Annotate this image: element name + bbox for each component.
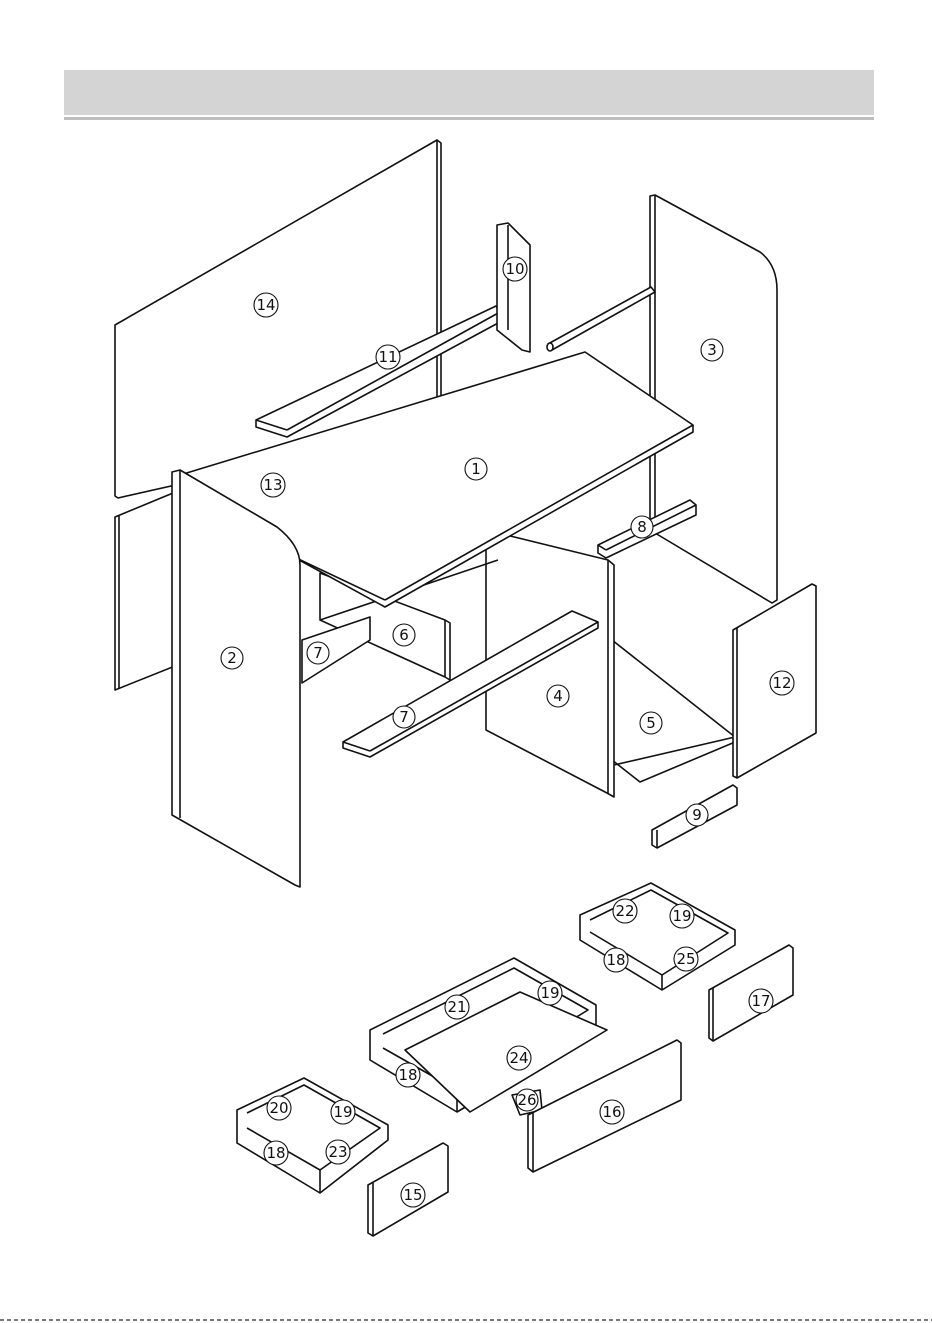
hanging-rod: [547, 287, 655, 351]
callout-18a: 18: [604, 948, 628, 972]
callout-19c: 19: [331, 1100, 355, 1124]
callout-5: 5: [640, 712, 662, 734]
svg-text:7: 7: [399, 708, 409, 726]
svg-text:12: 12: [772, 674, 791, 692]
svg-text:20: 20: [269, 1099, 288, 1117]
callout-24: 24: [507, 1046, 531, 1070]
svg-text:17: 17: [751, 992, 770, 1010]
svg-text:14: 14: [256, 296, 275, 314]
svg-text:6: 6: [399, 626, 409, 644]
callout-19b: 19: [538, 981, 562, 1005]
callout-25: 25: [674, 947, 698, 971]
callout-10: 10: [503, 257, 527, 281]
callout-18c: 18: [264, 1141, 288, 1165]
svg-text:19: 19: [672, 907, 691, 925]
callout-3: 3: [701, 339, 723, 361]
left-side-panel: [172, 470, 300, 887]
callout-7b: 7: [393, 706, 415, 728]
svg-text:9: 9: [692, 806, 702, 824]
callout-17: 17: [749, 989, 773, 1013]
svg-text:22: 22: [615, 902, 634, 920]
svg-text:13: 13: [263, 476, 282, 494]
callout-26: 26: [516, 1089, 538, 1111]
callout-12: 12: [770, 671, 794, 695]
callout-23: 23: [326, 1140, 350, 1164]
callout-16: 16: [600, 1100, 624, 1124]
callout-2: 2: [221, 647, 243, 669]
svg-text:4: 4: [553, 687, 563, 705]
callout-14: 14: [254, 293, 278, 317]
callout-19a: 19: [670, 904, 694, 928]
callout-9: 9: [686, 804, 708, 826]
bracket-panel: [497, 223, 530, 352]
svg-text:18: 18: [606, 951, 625, 969]
svg-text:16: 16: [602, 1103, 621, 1121]
callout-15: 15: [401, 1183, 425, 1207]
svg-text:11: 11: [378, 348, 397, 366]
svg-text:24: 24: [509, 1049, 528, 1067]
svg-text:2: 2: [227, 649, 237, 667]
svg-text:23: 23: [328, 1143, 347, 1161]
svg-text:10: 10: [505, 260, 524, 278]
drawer-box-left: [237, 1078, 388, 1193]
svg-text:15: 15: [403, 1186, 422, 1204]
callout-4: 4: [547, 685, 569, 707]
svg-text:7: 7: [313, 644, 323, 662]
callout-20: 20: [267, 1096, 291, 1120]
callout-11: 11: [376, 345, 400, 369]
callout-22: 22: [613, 899, 637, 923]
svg-text:26: 26: [517, 1091, 536, 1109]
svg-text:21: 21: [447, 998, 466, 1016]
bottom-shelf: [612, 640, 735, 782]
svg-text:8: 8: [637, 518, 647, 536]
footer-dashed-line: [0, 1319, 932, 1321]
svg-text:19: 19: [540, 984, 559, 1002]
svg-text:3: 3: [707, 341, 717, 359]
callout-8: 8: [631, 516, 653, 538]
svg-text:19: 19: [333, 1103, 352, 1121]
right-side-panel: [650, 195, 777, 603]
drawer-box-right: [580, 883, 735, 990]
svg-text:5: 5: [646, 714, 656, 732]
callout-6: 6: [393, 624, 415, 646]
svg-text:1: 1: [471, 460, 481, 478]
callout-1: 1: [465, 458, 487, 480]
callout-7a: 7: [307, 642, 329, 664]
callout-21: 21: [445, 995, 469, 1019]
callout-18b: 18: [396, 1063, 420, 1087]
svg-text:18: 18: [266, 1144, 285, 1162]
svg-text:18: 18: [398, 1066, 417, 1084]
svg-text:25: 25: [676, 950, 695, 968]
callout-13: 13: [261, 473, 285, 497]
